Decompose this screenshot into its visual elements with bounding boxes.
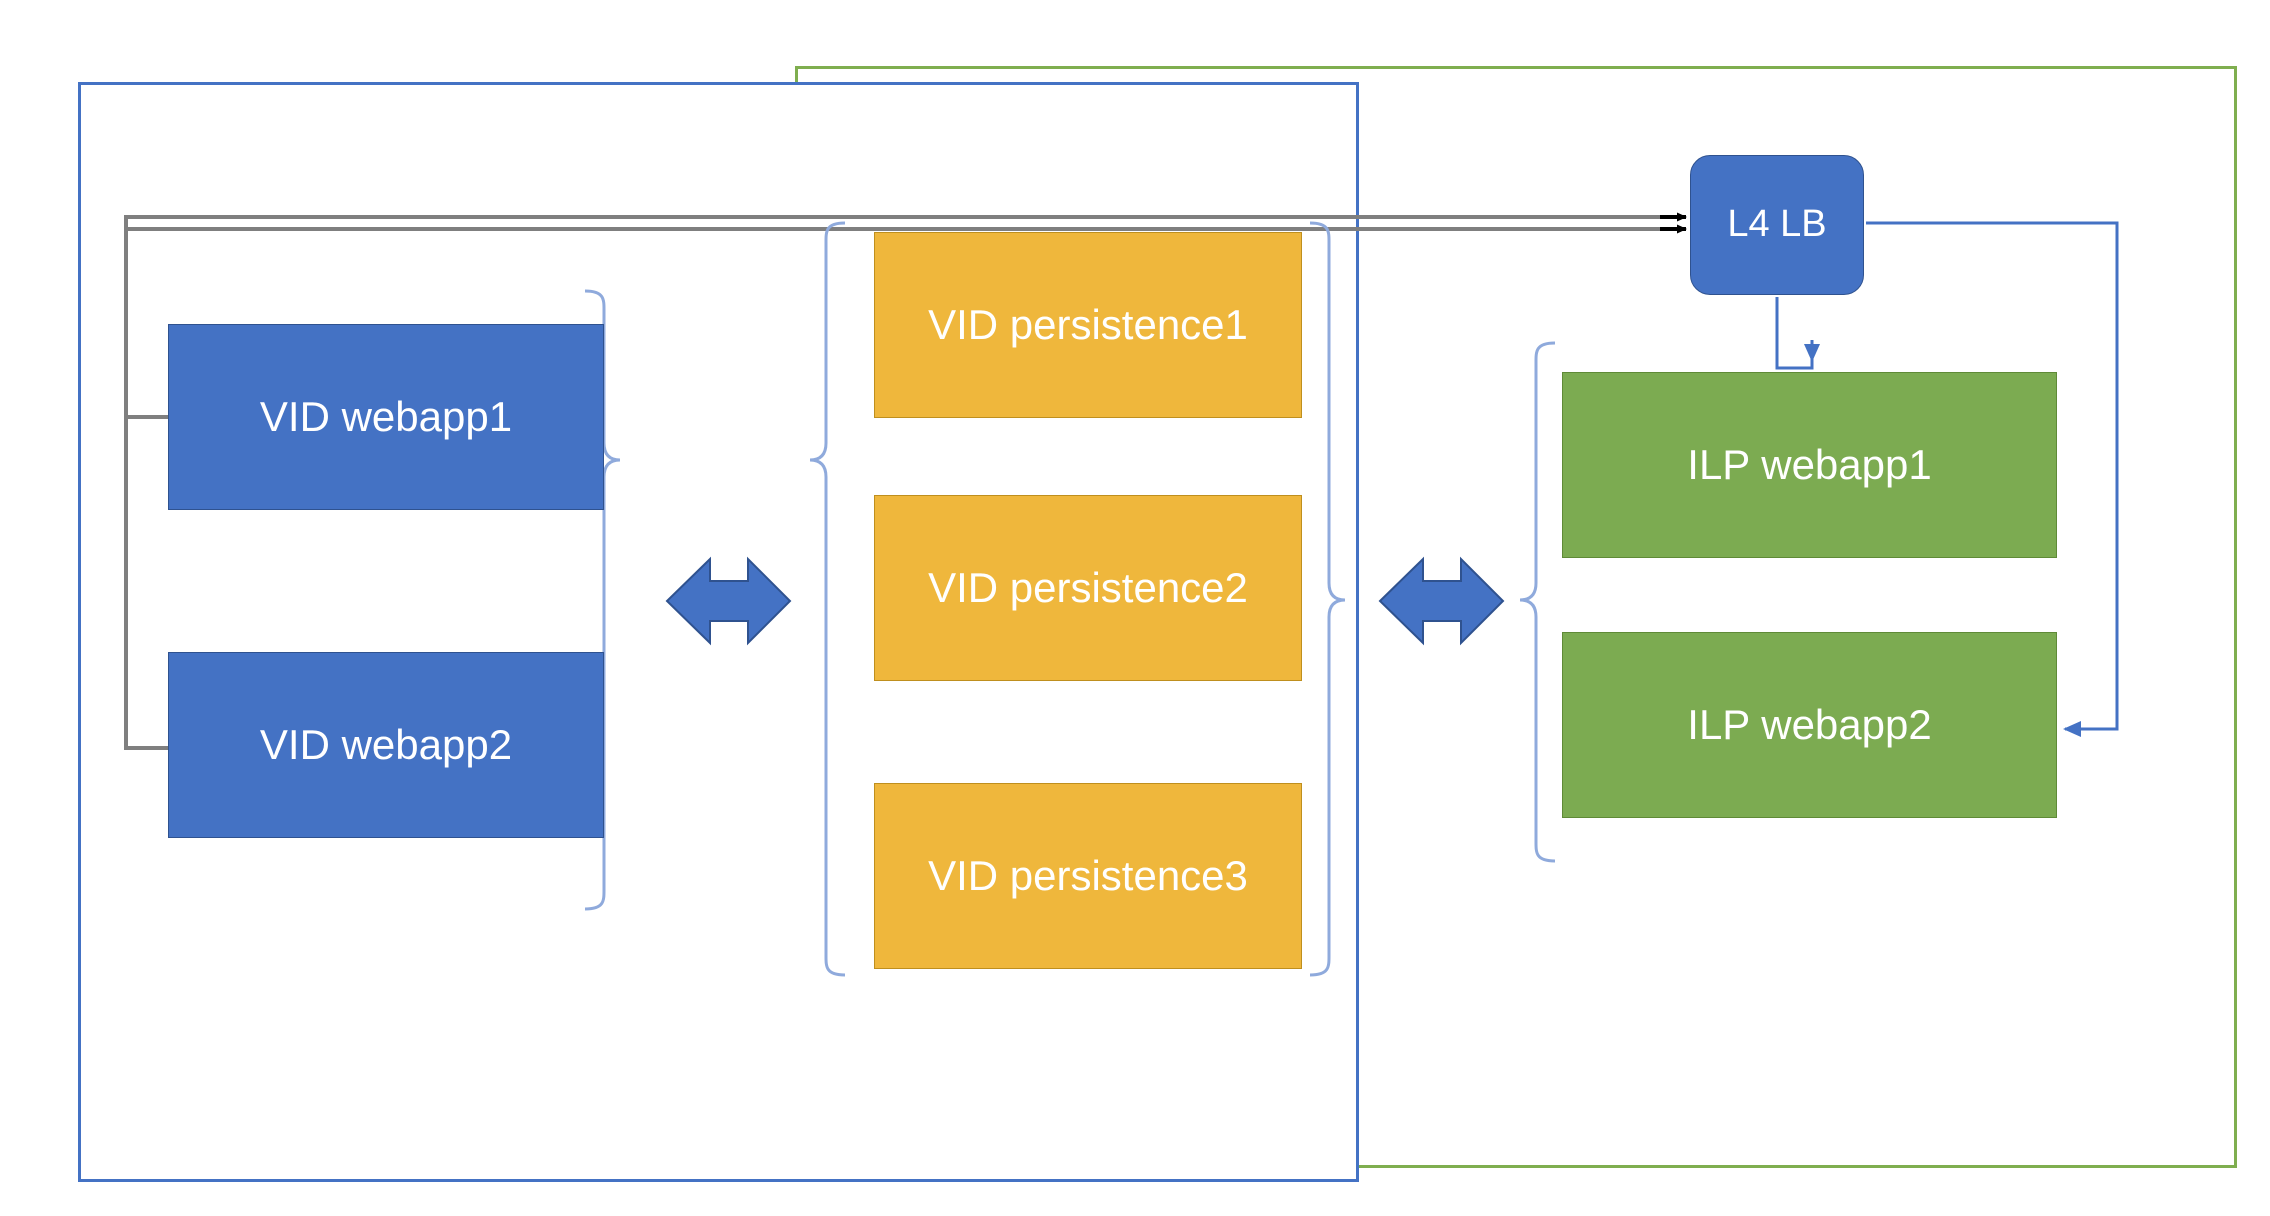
node-vid-persistence3[interactable]: VID persistence3 <box>874 783 1302 969</box>
node-l4-lb[interactable]: L4 LB <box>1690 155 1864 295</box>
node-vid-webapp2[interactable]: VID webapp2 <box>168 652 604 838</box>
node-vid-webapp1[interactable]: VID webapp1 <box>168 324 604 510</box>
node-vid-persistence2[interactable]: VID persistence2 <box>874 495 1302 681</box>
node-ilp-webapp1[interactable]: ILP webapp1 <box>1562 372 2057 558</box>
node-ilp-webapp2[interactable]: ILP webapp2 <box>1562 632 2057 818</box>
node-vid-webapp2-label: VID webapp2 <box>259 720 513 768</box>
node-vid-persistence1[interactable]: VID persistence1 <box>874 232 1302 418</box>
node-l4-lb-label: L4 LB <box>1727 203 1827 246</box>
node-ilp-webapp1-label: ILP webapp1 <box>1687 440 1932 488</box>
node-vid-persistence1-label: VID persistence1 <box>928 300 1248 348</box>
node-ilp-webapp2-label: ILP webapp2 <box>1687 700 1932 748</box>
node-vid-persistence3-label: VID persistence3 <box>928 851 1248 899</box>
node-vid-persistence2-label: VID persistence2 <box>928 563 1248 611</box>
node-vid-webapp1-label: VID webapp1 <box>259 392 513 440</box>
